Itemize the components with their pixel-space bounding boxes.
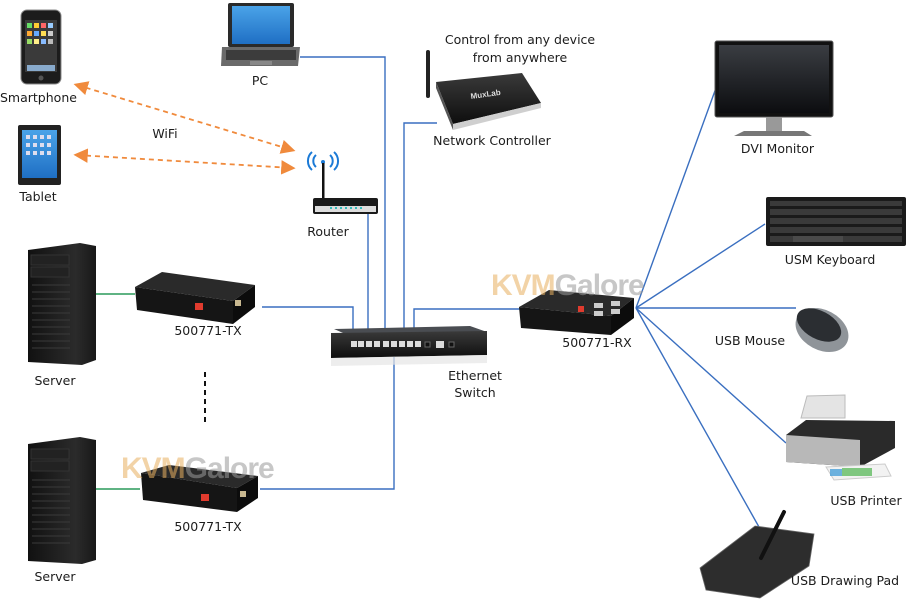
keyboard-label: USM Keyboard <box>784 252 876 267</box>
server-icon-bottom <box>28 437 96 564</box>
line-rx-keyboard <box>635 223 766 309</box>
line-switch-rx <box>413 308 521 336</box>
transmitter-icon-top <box>135 272 255 324</box>
router-label: Router <box>307 224 349 239</box>
wifi-link-smartphone <box>73 81 296 154</box>
watermark-kvm: KVM <box>121 452 186 485</box>
printer-icon <box>786 394 895 481</box>
watermark-kvm: KVM <box>491 269 556 302</box>
drawing-pad-label: USB Drawing Pad <box>790 573 900 588</box>
watermark-rx: KVMGalore <box>491 269 645 303</box>
tx-bottom-label: 500771-TX <box>174 519 242 534</box>
controller-caption-line2: from anywhere <box>472 50 568 65</box>
watermark-tx: KVMGalore <box>121 452 275 486</box>
pc-label: PC <box>251 73 269 88</box>
monitor-icon <box>714 40 834 136</box>
smartphone-icon <box>20 9 62 85</box>
line-controller-switch <box>403 122 437 336</box>
wifi-label: WiFi <box>152 126 178 141</box>
switch-label-line1: Ethernet <box>448 368 502 383</box>
receiver-icon <box>519 290 634 335</box>
laptop-icon <box>221 3 300 66</box>
smartphone-label: Smartphone <box>0 90 77 105</box>
router-icon <box>306 151 378 214</box>
server-icon-top <box>28 243 96 365</box>
tx-top-label: 500771-TX <box>174 323 242 338</box>
line-tx-bottom-switch <box>260 357 395 490</box>
transmitter-icon-bottom <box>141 465 258 512</box>
line-pc-switch <box>300 56 386 336</box>
line-rx-monitor <box>635 87 717 309</box>
printer-label: USB Printer <box>830 493 902 508</box>
local-cables <box>95 293 140 490</box>
wifi-links <box>73 81 296 175</box>
tablet-icon <box>18 125 61 185</box>
switch-label-line2: Switch <box>454 385 496 400</box>
controller-caption-line1: Control from any device <box>444 32 596 47</box>
tablet-label: Tablet <box>19 189 57 204</box>
mouse-icon <box>795 307 849 353</box>
monitor-label: DVI Monitor <box>740 141 815 156</box>
keyboard-icon <box>766 197 906 246</box>
network-controller-icon: MuxLab <box>426 50 541 130</box>
connection-lines <box>260 56 796 528</box>
rx-label: 500771-RX <box>562 335 632 350</box>
watermark-galore: Galore <box>554 269 645 302</box>
server-bottom-label: Server <box>34 569 76 584</box>
mouse-label: USB Mouse <box>714 333 786 348</box>
controller-brand: MuxLab <box>470 88 501 101</box>
network-controller-label: Network Controller <box>433 133 551 148</box>
watermark-galore: Galore <box>184 452 275 485</box>
server-top-label: Server <box>34 373 76 388</box>
line-rx-drawing-pad <box>635 307 760 528</box>
wifi-link-tablet <box>73 148 296 175</box>
drawing-pad-icon <box>699 510 815 599</box>
line-tx-top-switch <box>262 306 354 336</box>
line-rx-printer <box>635 307 787 444</box>
ethernet-switch-icon <box>331 326 487 366</box>
